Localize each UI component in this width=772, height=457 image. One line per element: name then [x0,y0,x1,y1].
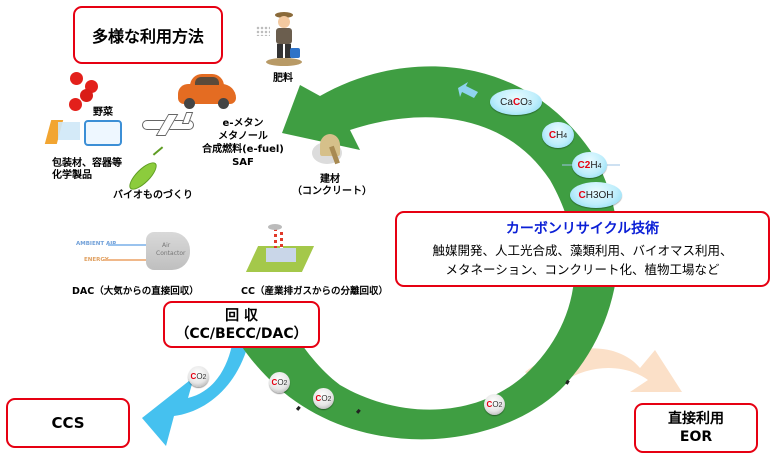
ccs-label: CCS [51,414,85,432]
concrete-trowel-icon [310,132,350,168]
dac-caption: DAC（大気からの直接回収） [72,286,199,297]
direct-use-box: 直接利用 EOR [634,403,758,453]
particle-mark [355,408,361,414]
ring-direction-arrow [458,82,478,98]
car-icon [178,72,238,110]
fuel-label-saf: SAF [232,157,254,168]
building-material-label-line2: （コンクリート） [292,186,372,197]
packaging-label-line2: 化学製品 [52,170,92,181]
dac-energy-text: ENERGY [84,257,109,263]
diverse-uses-title-box: 多様な利用方法 [73,6,223,64]
capture-box: 回 収 （CC/BECC/DAC） [163,301,320,348]
particle-mark [295,405,301,411]
particle-mark [565,379,570,385]
fuel-label-methanol: メタノール [218,131,268,142]
carbon-recycle-line2: メタネーション、コンクリート化、植物工場など [445,261,720,277]
farmer-fertilizer-icon [256,8,304,66]
packaging-label-line1: 包装材、容器等 [52,158,122,169]
dac-contactor-text-line1: Air [162,242,171,249]
cc-caption: CC（産業排ガスからの分離回収） [241,286,388,297]
carbon-recycle-line1: 触媒開発、人工光合成、藻類利用、バイオマス利用、 [432,242,733,258]
capture-box-subtitle: （CC/BECC/DAC） [175,325,308,342]
carbon-recycle-title: カーボンリサイクル技術 [505,220,660,237]
fuel-label-e-fuel: 合成燃料(e-fuel) [202,144,284,155]
dac-contactor-text-line2: Contactor [156,250,186,257]
euglena-icon [125,146,170,194]
ccs-box: CCS [6,398,130,448]
building-material-label-line1: 建材 [320,174,340,185]
eor-label: EOR [679,429,713,445]
vegetables-label: 野菜 [93,107,113,118]
packaging-icon [44,116,124,146]
factory-icon [245,224,315,274]
fuel-label-e-methane: e-メタン [222,118,264,129]
dac-air-contactor-icon: AMBIENT AIR ENERGY Air Contactor [76,232,191,272]
bio-manufacturing-label: バイオものづくり [113,190,193,201]
ccs-arrow [142,345,248,446]
tomatoes-icon [62,70,112,115]
diverse-uses-title: 多様な利用方法 [91,27,204,46]
carbon-recycle-box: カーボンリサイクル技術 触媒開発、人工光合成、藻類利用、バイオマス利用、 メタネ… [395,211,770,287]
fertilizer-label: 肥料 [273,73,293,84]
direct-use-label: 直接利用 [668,411,724,427]
capture-box-title: 回 収 [225,307,258,324]
dac-ambient-air-text: AMBIENT AIR [76,241,117,247]
airplane-icon [140,112,195,137]
